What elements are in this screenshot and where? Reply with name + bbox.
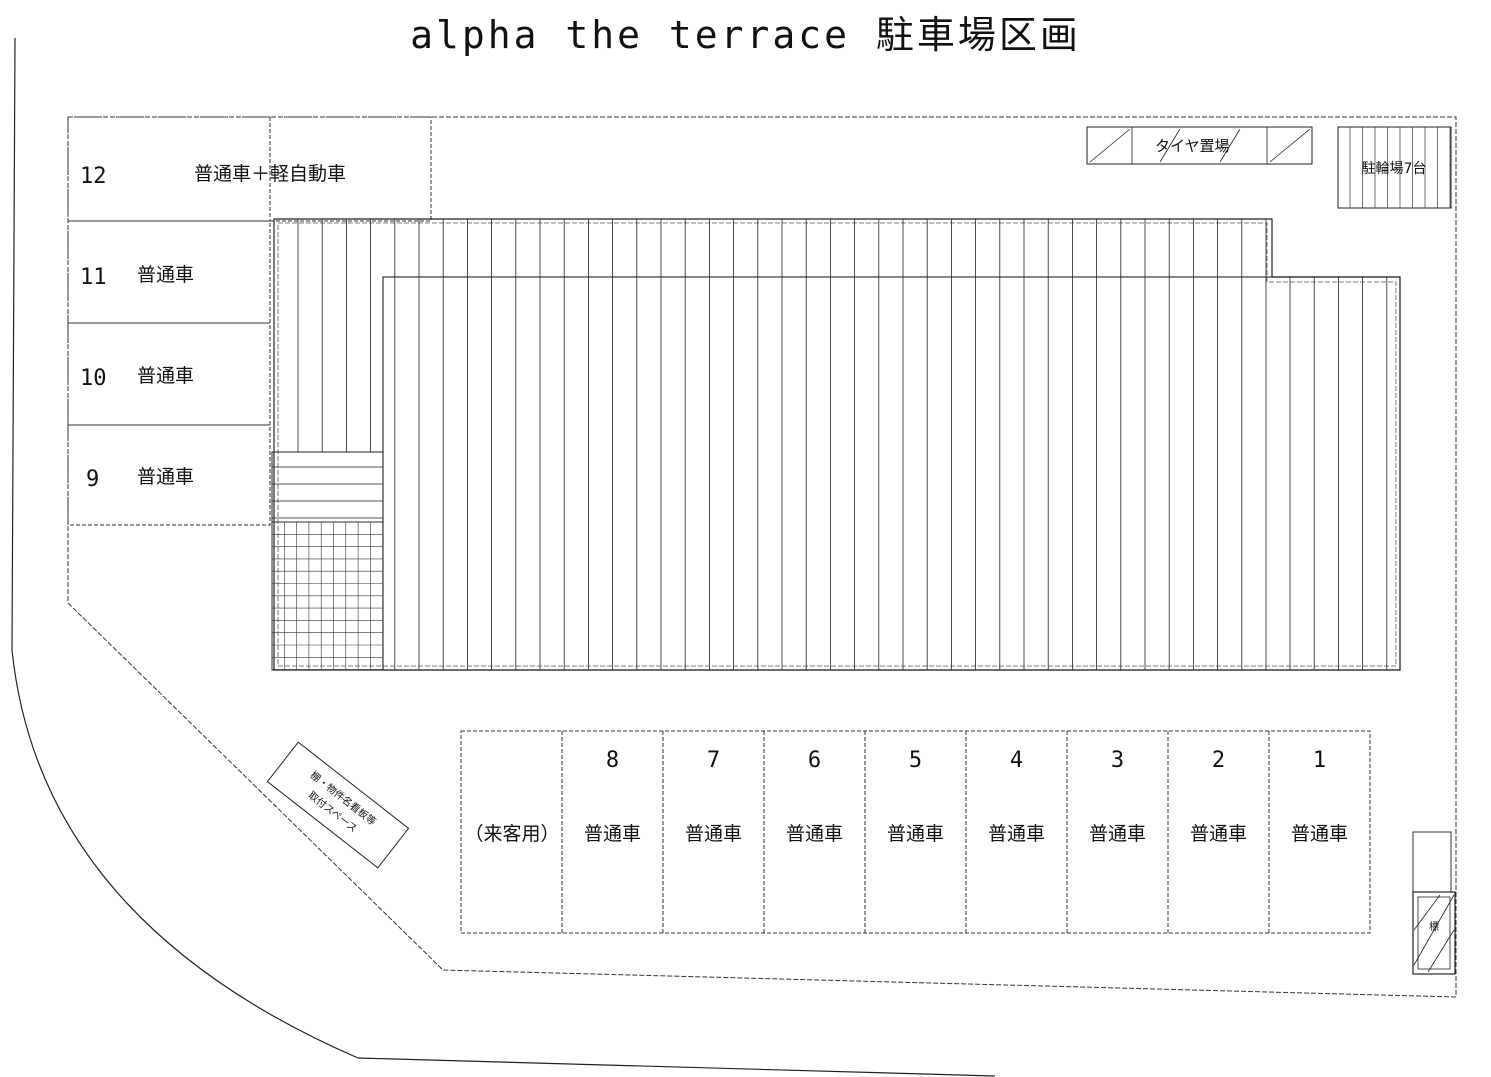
visitor-space-label: （来客用）: [464, 823, 559, 845]
bottom-space-label: 普通車: [988, 823, 1045, 845]
left-space-10-label: 普通車: [137, 365, 194, 387]
left-space-11-label: 普通車: [137, 264, 194, 286]
bottom-space-label: 普通車: [786, 823, 843, 845]
utility-box-label: 標: [1429, 920, 1439, 933]
bottom-space-number: 8: [606, 748, 619, 773]
left-space-12-number: 12: [80, 164, 107, 189]
left-space-10: [67, 322, 271, 426]
left-space-9-number: 9: [86, 467, 99, 492]
bottom-space-label: 普通車: [1190, 823, 1247, 845]
utility-box: [1412, 891, 1456, 975]
bottom-space-number: 7: [707, 748, 720, 773]
bottom-space-number: 5: [909, 748, 922, 773]
bottom-space-number: 4: [1010, 748, 1023, 773]
bottom-space-label: 普通車: [1089, 823, 1146, 845]
bottom-space-label: 普通車: [584, 823, 641, 845]
right-side-box: [1412, 831, 1452, 893]
bottom-space-number: 3: [1111, 748, 1124, 773]
left-space-9-label: 普通車: [137, 466, 194, 488]
bottom-space-label: 普通車: [1291, 823, 1348, 845]
bottom-space-label: 普通車: [887, 823, 944, 845]
staircase: [271, 451, 384, 523]
left-space-11-number: 11: [80, 265, 107, 290]
bottom-space-number: 2: [1212, 748, 1225, 773]
left-space-9: [67, 424, 271, 526]
bicycle-parking-label: 駐輪場7台: [1362, 160, 1427, 177]
paved-grid-area: [271, 521, 384, 671]
sign-space: [266, 741, 410, 869]
left-space-12-label: 普通車＋軽自動車: [194, 163, 346, 185]
left-space-10-number: 10: [80, 366, 107, 391]
bottom-parking-row: [460, 730, 1371, 934]
page-title: alpha the terrace 駐車場区画: [410, 13, 1081, 57]
bicycle-parking: [1337, 126, 1452, 209]
bottom-space-labels: 8 普通車 7 普通車 6 普通車 5 普通車 4 普通車 3 普通車 2 普通車 1 普通車: [584, 748, 1348, 845]
bottom-space-number: 6: [808, 748, 821, 773]
site-boundary-curve: [11, 37, 996, 1077]
tire-storage: [1086, 126, 1313, 165]
left-space-11: [67, 220, 271, 324]
main-roof-block: [382, 276, 1401, 671]
building-outline-inner: [277, 222, 1397, 667]
bottom-space-label: 普通車: [685, 823, 742, 845]
bottom-space-number: 1: [1313, 748, 1326, 773]
roof-stripes: [297, 219, 1388, 670]
lot-boundary: [67, 116, 1457, 998]
tire-storage-label: タイヤ置場: [1155, 137, 1230, 155]
